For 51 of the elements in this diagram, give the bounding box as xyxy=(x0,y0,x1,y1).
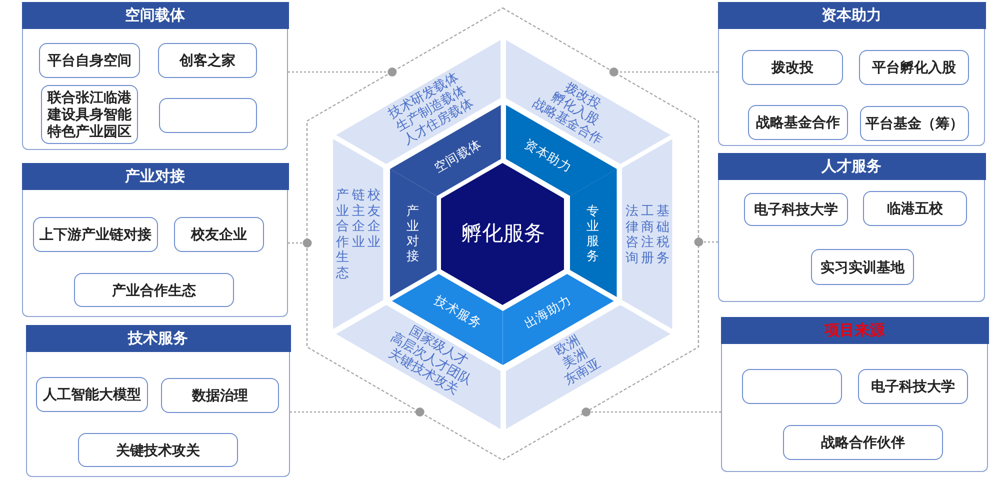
panel-card xyxy=(721,317,988,472)
segment-label: 产业合作生态 xyxy=(336,187,350,281)
item-box: 实习实训基地 xyxy=(811,249,914,285)
panel-card xyxy=(22,2,288,150)
item-box: 平台孵化入股 xyxy=(859,50,969,85)
segment-label: 产业对接 xyxy=(406,204,420,264)
item-box: 创客之家 xyxy=(158,43,257,78)
dotted-connector xyxy=(609,68,718,76)
segment-label: 空间载体 xyxy=(432,136,484,176)
segment-label: 出海助力 xyxy=(522,292,574,332)
panel-header: 人才服务 xyxy=(718,152,986,180)
dotted-connector xyxy=(290,408,424,416)
panel-card xyxy=(718,2,985,146)
panel-card xyxy=(22,163,288,317)
item-box: 关键技术攻关 xyxy=(78,433,238,467)
segment-label: 法律咨询 xyxy=(625,202,639,266)
segment-label: 基础税务 xyxy=(656,202,670,266)
item-box: 拨改投 xyxy=(742,50,843,85)
empty-box xyxy=(159,98,257,133)
segment-label: 资本助力 xyxy=(522,136,574,176)
item-box: 联合张江临港建设具身智能特色产业园区 xyxy=(41,85,138,144)
segment-label: 链主企业 xyxy=(352,187,366,250)
panel-header: 产业对接 xyxy=(22,162,288,190)
item-box: 产业合作生态 xyxy=(74,273,234,307)
panel-header: 空间载体 xyxy=(22,2,288,28)
item-box: 战略基金合作 xyxy=(748,105,848,140)
item-box: 电子科技大学 xyxy=(744,193,848,226)
item-box: 战略合作伙伴 xyxy=(783,425,943,460)
segment-label: 校友企业 xyxy=(367,187,381,250)
segment-label: 技术服务 xyxy=(432,292,484,332)
item-box: 电子科技大学 xyxy=(858,369,968,404)
panel-header: 技术服务 xyxy=(26,324,290,352)
panel-header: 资本助力 xyxy=(718,2,986,28)
panel-card xyxy=(26,325,290,477)
dotted-connector xyxy=(582,408,721,416)
item-box: 数据治理 xyxy=(161,378,279,413)
item-box: 校友企业 xyxy=(174,217,264,252)
item-box: 平台自身空间 xyxy=(39,43,140,78)
dotted-connector xyxy=(288,238,312,248)
empty-box xyxy=(742,369,842,404)
item-box: 临港五校 xyxy=(863,191,967,226)
panel-card xyxy=(718,153,985,302)
dotted-connector xyxy=(288,68,397,76)
item-box: 平台基金（筹） xyxy=(860,106,969,141)
dotted-connector xyxy=(694,238,718,246)
segment-label: 工商注册 xyxy=(640,202,654,266)
panel-header: 项目来源 xyxy=(720,316,988,344)
item-box: 人工智能大模型 xyxy=(36,377,148,412)
segment-label: 专业服务 xyxy=(586,204,600,264)
center-label: 孵化服务 xyxy=(460,222,545,246)
item-box: 上下游产业链对接 xyxy=(33,217,158,252)
